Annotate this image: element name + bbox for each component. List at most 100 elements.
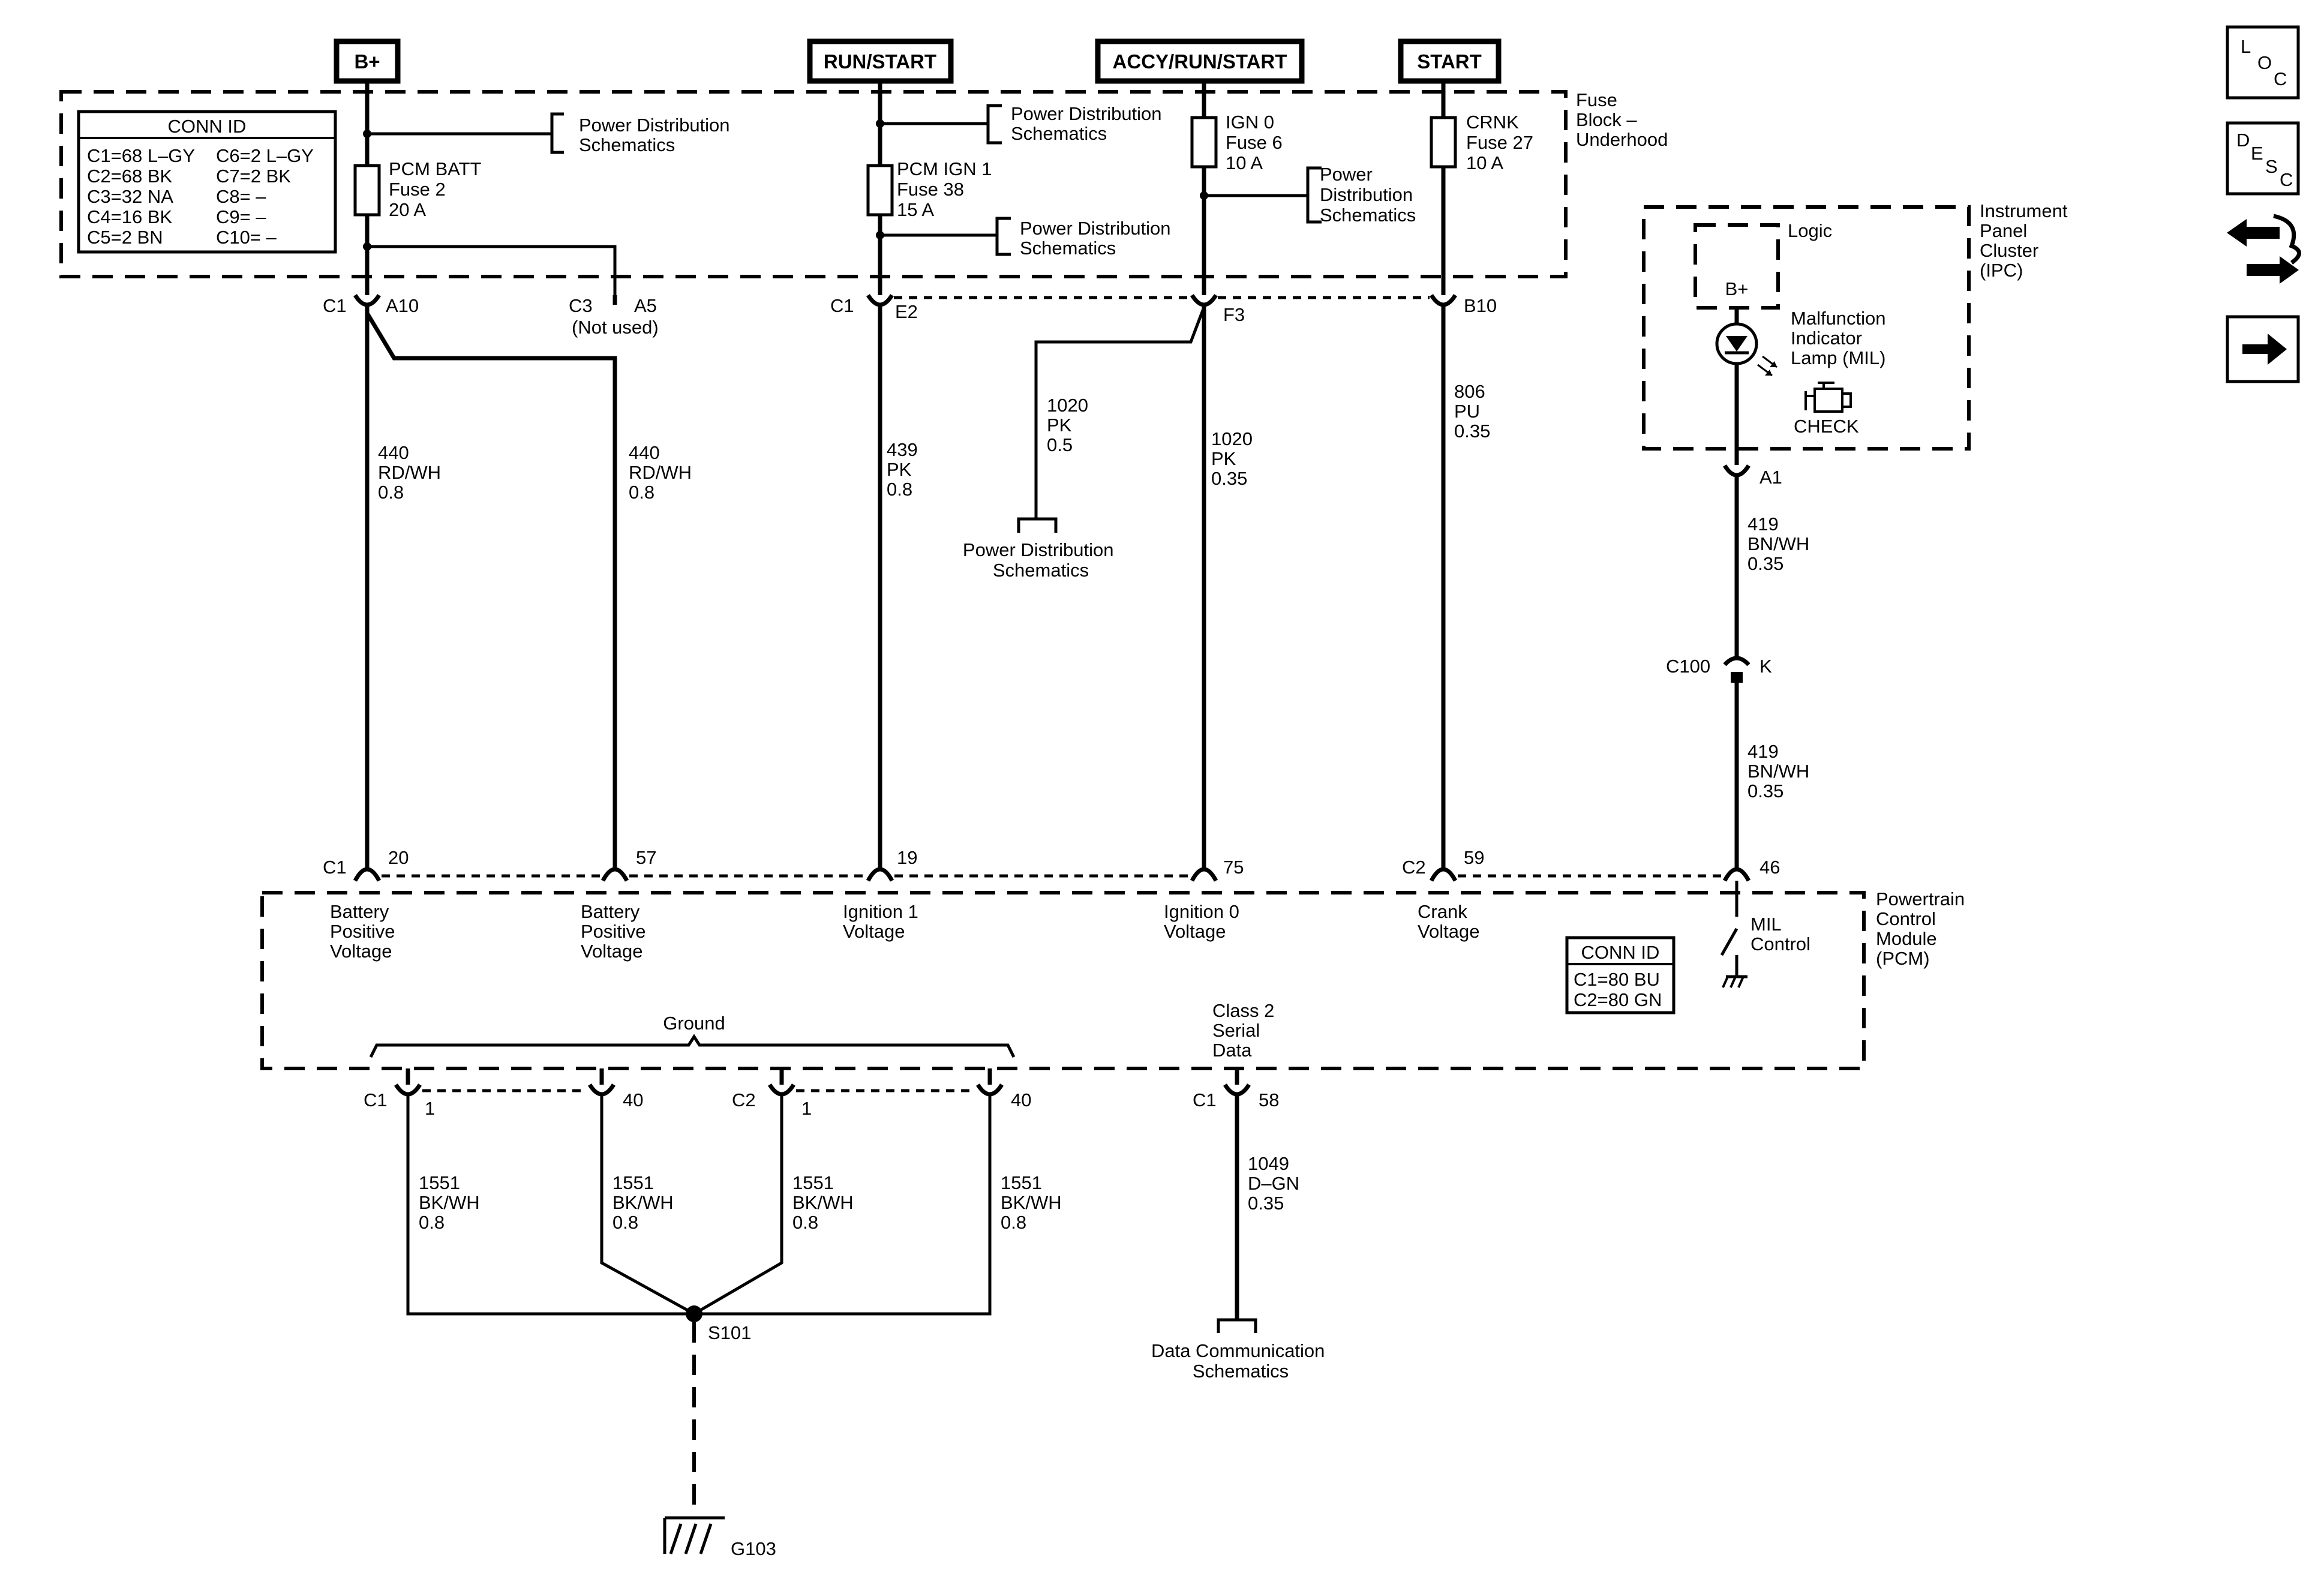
wire-440-a-label: 440 RD/WH 0.8 [378,442,446,503]
svg-text:E: E [2251,143,2263,164]
pcm-label-ignition-0: Ignition 0 Voltage [1164,901,1244,942]
power-source-accy-run-start: ACCY/RUN/START [1095,38,1305,84]
fuse-ign0-label: IGN 0 Fuse 6 10 A [1226,112,1287,173]
mil-check-label: CHECK [1794,416,1859,437]
arrow-right-icon [2268,334,2287,365]
connector-swap-icon[interactable] [2227,214,2301,284]
fuse-pcm-ign1-label: PCM IGN 1 Fuse 38 15 A [897,158,997,220]
wire-1551-d-label: 1551 BK/WH 0.8 [1001,1172,1067,1233]
wire-440-a [365,305,617,869]
wire-1020-b-label: 1020 PK 0.35 [1211,428,1258,489]
pcm-conn-id-table: CONN ID C1=80 BU C2=80 GN [1565,936,1676,1014]
svg-text:O: O [2257,52,2272,73]
ground-g103-icon [663,1516,725,1554]
fuse-block-underhood-boundary [59,90,1568,278]
gnd-pin-40b-label: 40 [1011,1089,1031,1110]
gnd-conn-c1-label: C1 [364,1089,388,1110]
gnd-pin-40a-label: 40 [623,1089,643,1110]
ipc-boundary [1642,205,1971,451]
fuse-conn-not-used-label: (Not used) [572,317,659,338]
fuse-crnk-label: CRNK Fuse 27 10 A [1466,112,1539,173]
loc-button[interactable]: L O C [2226,25,2300,100]
pin-59-label: 59 [1464,847,1484,868]
ground-bracket [369,1034,1016,1058]
pcm-label-battery-positive-1: Battery Positive Voltage [330,901,400,962]
splice-s101-dot [686,1305,702,1322]
wire-440-b-label: 440 RD/WH 0.8 [629,442,697,503]
pcm-c1-label: C1 [323,857,347,878]
fuse-conn-e2-label: E2 [895,301,918,322]
pcm-c2-label: C2 [1402,857,1426,878]
wire-419-a-label: 419 BN/WH 0.35 [1747,514,1815,574]
pcm-label-battery-positive-2: Battery Positive Voltage [581,901,651,962]
pcm-top-connectors [353,867,1751,882]
svg-text:C6=2 L–GY C7=2 BK: C6=2 L–GY C7=2 BK C8= – C9= – C10= – [216,145,319,248]
circuit-bplus-fuse-path [353,81,617,295]
splice-s101-label: S101 [708,1322,751,1343]
fuse-pcm-batt-label: PCM BATT Fuse 2 20 A [389,158,487,220]
data-conn-c1-label: C1 [1193,1089,1217,1110]
ipc-logic-label: Logic [1788,220,1832,241]
gnd-pin-1b-label: 1 [801,1098,812,1119]
svg-text:CONN ID: CONN ID [1581,942,1660,963]
fuse-ign0-icon [1190,116,1218,169]
gnd-conn-c2-label: C2 [732,1089,756,1110]
pcm-bottom-connectors [394,1068,1251,1097]
svg-text:CONN ID: CONN ID [168,116,247,137]
ipc-bplus-label: B+ [1725,278,1749,299]
engine-check-icon [1804,382,1852,413]
pcm-boundary [260,891,1866,1070]
svg-text:START: START [1417,50,1482,73]
svg-text:S: S [2265,156,2278,177]
ipc-a1-label: A1 [1759,467,1782,488]
ground-g103-label: G103 [731,1538,776,1559]
circuit-accy-fuse-path [1190,81,1322,295]
fuse-conn-b10-label: B10 [1464,295,1497,316]
wire-1551-c-label: 1551 BK/WH 0.8 [792,1172,858,1233]
wire-806-label: 806 PU 0.35 [1454,381,1490,442]
power-source-start: START [1398,38,1502,84]
fuse-conn-c1-label: C1 [323,295,347,316]
pin-20-label: 20 [388,847,409,868]
svg-text:C1=80 BU C2=80 GN: C1=80 BU C2=80 GN [1574,969,1665,1010]
pd-ref-mid-text: Power Distribution Schematics [963,539,1119,581]
mil-lamp-icon [1715,322,1777,377]
svg-text:B+: B+ [354,50,380,73]
fuse-conn-c3-label: C3 [569,295,593,316]
fuse-pcm-batt-icon [353,164,381,217]
wire-1551-a-label: 1551 BK/WH 0.8 [419,1172,485,1233]
circuit-start-fuse-path [1430,81,1457,295]
pcm-label-ignition-1: Ignition 1 Voltage [843,901,923,942]
connector-c100 [1723,656,1750,683]
svg-text:D: D [2236,130,2250,151]
fuse-conn-c1b-label: C1 [830,295,854,316]
wire-1020-branch [1017,307,1206,533]
circuit-run-start-fuse-path [866,81,1011,295]
next-page-button[interactable] [2226,315,2300,383]
wire-1551-b-label: 1551 BK/WH 0.8 [612,1172,678,1233]
pd-ref-3-text: Power Distribution Schematics [1020,218,1176,259]
data-comm-ref-bracket [1217,1318,1257,1333]
fuse-block-name: Fuse Block – Underhood [1576,89,1668,150]
pcm-label-mil-control: MIL Control [1750,914,1810,954]
fuse-block-conn-id-table: CONN ID C1=68 L–GY C2=68 BK C3=32 NA C4=… [77,110,337,254]
wire-1049-label: 1049 D–GN 0.35 [1248,1153,1305,1214]
pin-75-label: 75 [1223,857,1244,878]
fuse-conn-a5-label: A5 [634,295,657,316]
svg-text:RUN/START: RUN/START [824,50,936,73]
fuse-crnk-icon [1430,116,1457,169]
pin-46-label: 46 [1759,857,1780,878]
gnd-pin-1a-label: 1 [425,1098,435,1119]
ground-wire-harness [406,1094,992,1322]
fuse-conn-f3-label: F3 [1223,304,1245,325]
fuse-conn-a10-label: A10 [386,295,419,316]
ipc-name: Instrument Panel Cluster (IPC) [1980,200,2073,281]
wire-439-label: 439 PK 0.8 [887,439,923,500]
power-source-run-start: RUN/START [807,38,954,84]
desc-button[interactable]: D E S C [2226,121,2300,196]
pin-57-label: 57 [636,847,656,868]
pcm-ground-label: Ground [663,1013,725,1034]
pin-19-label: 19 [897,847,917,868]
